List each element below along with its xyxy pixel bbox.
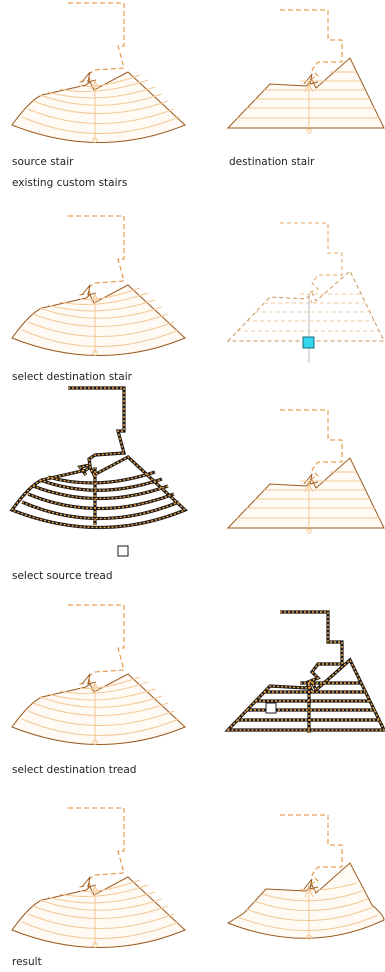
destination-stair-figure-row3 [227,409,385,534]
source-stair-highlighted[interactable] [9,386,188,557]
pick-box[interactable] [117,545,129,557]
caption-result: result [12,956,42,968]
grip-square[interactable] [302,336,315,349]
destination-stair-selected[interactable] [226,222,385,363]
caption-select-destination-tread: select destination tread [12,764,137,776]
caption-source-stair: source stair [12,156,74,168]
source-stair-figure-row4 [11,604,186,745]
source-stair-figure-row2 [11,215,186,356]
caption-existing-custom-stairs: existing custom stairs [12,177,128,189]
caption-select-source-tread: select source tread [12,570,113,582]
result-stair-figure [226,814,385,940]
caption-destination-stair: destination stair [229,156,315,168]
source-stair-figure [11,2,186,143]
caption-select-destination-stair: select destination stair [12,371,132,383]
destination-stair-figure [227,9,385,134]
source-stair-figure-row5 [11,807,186,948]
pick-box[interactable] [265,702,277,714]
destination-stair-highlighted[interactable] [224,610,385,733]
